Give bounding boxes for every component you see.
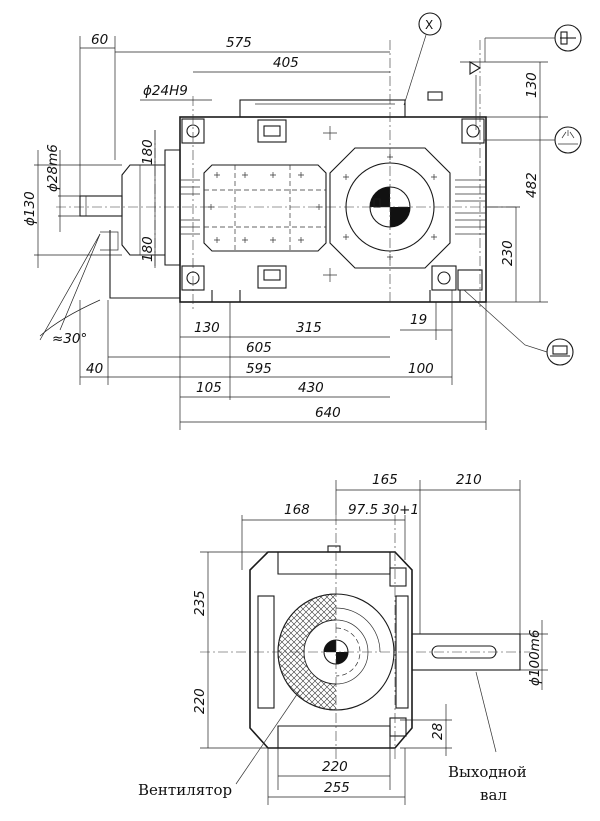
dim-595: 595	[246, 361, 272, 377]
dim-230: 230	[500, 240, 516, 266]
dim-130-horizontal: 130	[194, 320, 220, 336]
dim-19: 19	[410, 312, 427, 328]
oil-fill-symbol	[469, 24, 582, 130]
dim-235: 235	[192, 590, 208, 616]
input-shaft	[79, 195, 123, 217]
fan-hatching	[277, 593, 336, 711]
dim-40: 40	[86, 361, 103, 377]
side-housing	[249, 551, 413, 749]
top-view: 60 575 405 ϕ24H9 180 180 ϕ28m6 ϕ130	[22, 12, 582, 430]
dim-30-plus-1: 30+1	[382, 502, 419, 518]
housing-cover	[239, 99, 406, 118]
bottom-view: 165 210 168 97.5 30+1 235 220 ϕ100m6	[138, 472, 548, 805]
dim-640: 640	[315, 405, 341, 421]
dim-180-lower: 180	[140, 236, 156, 262]
mounting-holes	[181, 118, 485, 291]
dim-105: 105	[196, 380, 222, 396]
output-shaft-label-1: Выходной	[448, 763, 527, 781]
dim-168: 168	[284, 502, 310, 518]
marker-x-circle	[418, 12, 442, 36]
dim-575: 575	[226, 35, 252, 51]
top-dimensions: 60 575 405 ϕ24H9 180 180 ϕ28m6 ϕ130	[22, 32, 548, 430]
dim-phi28m6: ϕ28m6	[45, 144, 61, 192]
dim-28: 28	[430, 723, 446, 740]
dim-phi24h9: ϕ24H9	[143, 83, 188, 99]
dim-405: 405	[273, 55, 299, 71]
oil-drain-symbol	[463, 289, 574, 366]
dim-100: 100	[408, 361, 434, 377]
bottom-dimensions: 165 210 168 97.5 30+1 235 220 ϕ100m6	[192, 472, 548, 805]
output-flange	[329, 147, 451, 269]
output-shaft-symbol	[370, 187, 410, 227]
dim-605: 605	[246, 340, 272, 356]
dim-220-horizontal: 220	[322, 759, 348, 775]
dim-220-vertical: 220	[192, 688, 208, 714]
inner-gear-block	[203, 164, 327, 252]
dim-phi100m6: ϕ100m6	[527, 630, 543, 686]
dim-482: 482	[524, 172, 540, 198]
fan-label: Вентилятор	[138, 781, 232, 799]
dim-60: 60	[91, 32, 108, 48]
dim-210: 210	[456, 472, 482, 488]
dim-315: 315	[296, 320, 322, 336]
dim-phi130: ϕ130	[22, 191, 38, 226]
dim-130-vertical: 130	[524, 72, 540, 98]
dim-180-upper: 180	[140, 139, 156, 165]
dim-255: 255	[324, 780, 350, 796]
dim-430: 430	[298, 380, 324, 396]
oil-level-symbol	[484, 126, 582, 154]
fan-leader	[235, 689, 301, 785]
dim-97-5: 97.5	[348, 502, 378, 518]
marker-x-label: X	[425, 18, 433, 32]
shaft-symbol	[324, 640, 348, 664]
dim-165: 165	[372, 472, 398, 488]
housing-outline	[179, 116, 487, 303]
output-shaft-label-2: вал	[480, 786, 507, 804]
output-shaft-leader	[475, 671, 497, 753]
motor-flange	[164, 149, 181, 266]
dim-angle-30: ≈30°	[52, 331, 87, 347]
